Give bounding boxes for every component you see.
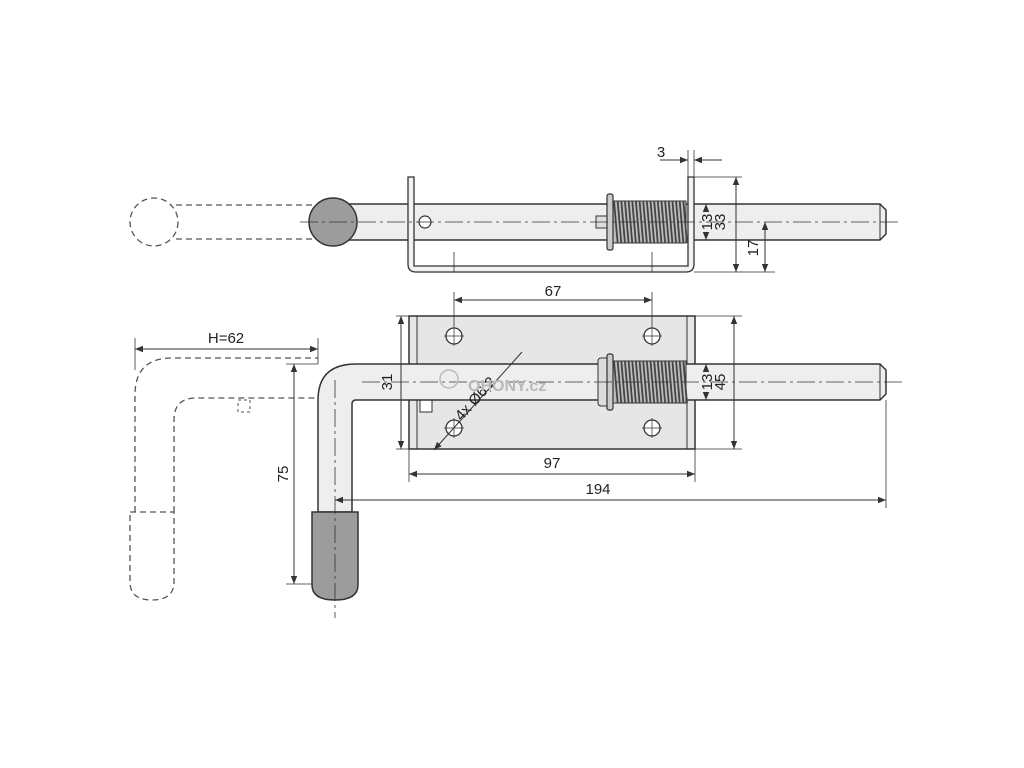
spring-coil — [645, 360, 652, 404]
ghost-handle — [134, 357, 318, 512]
spring-coil — [616, 360, 623, 404]
spring-coil — [613, 200, 619, 244]
dim-h62: H=62 — [208, 330, 244, 347]
spring-coil — [675, 360, 681, 404]
dim-194: 194 — [585, 481, 610, 498]
ghost-knob-top — [129, 197, 179, 247]
dim-97: 97 — [544, 455, 561, 472]
dim-75: 75 — [275, 466, 292, 483]
dim-3: 3 — [657, 144, 665, 161]
dim-13-top: 13 — [699, 214, 716, 231]
hole-top-left — [444, 326, 464, 346]
spring-coil — [642, 200, 648, 244]
spring-coil — [667, 360, 674, 404]
spring-coil — [671, 200, 677, 244]
hole-top-right — [642, 326, 662, 346]
watermark-text: OHONY.cz — [468, 378, 546, 395]
front-view: 67 H=62 31 4x Ø6,2 OHONY.cz 13 45 — [129, 283, 902, 618]
dim-13-front: 13 — [699, 374, 716, 391]
watermark-logo: OHONY.cz — [439, 369, 546, 395]
dim-67: 67 — [545, 283, 562, 300]
dim-31: 31 — [379, 374, 396, 391]
ghost-stop — [237, 399, 251, 413]
top-view: 3 13 33 17 — [129, 144, 902, 273]
spring-coil — [635, 200, 641, 244]
dim-17: 17 — [745, 240, 762, 257]
dim-45: 45 — [712, 374, 729, 391]
spring-coil — [638, 360, 645, 404]
spring-front — [612, 360, 688, 404]
stop-tab — [419, 399, 433, 413]
hole-bottom-right — [642, 418, 662, 438]
dim-33: 33 — [712, 214, 729, 231]
spring-coil — [613, 360, 619, 404]
bracket-top — [407, 176, 695, 273]
ghost-grip — [129, 511, 175, 601]
spring-coil — [664, 200, 670, 244]
